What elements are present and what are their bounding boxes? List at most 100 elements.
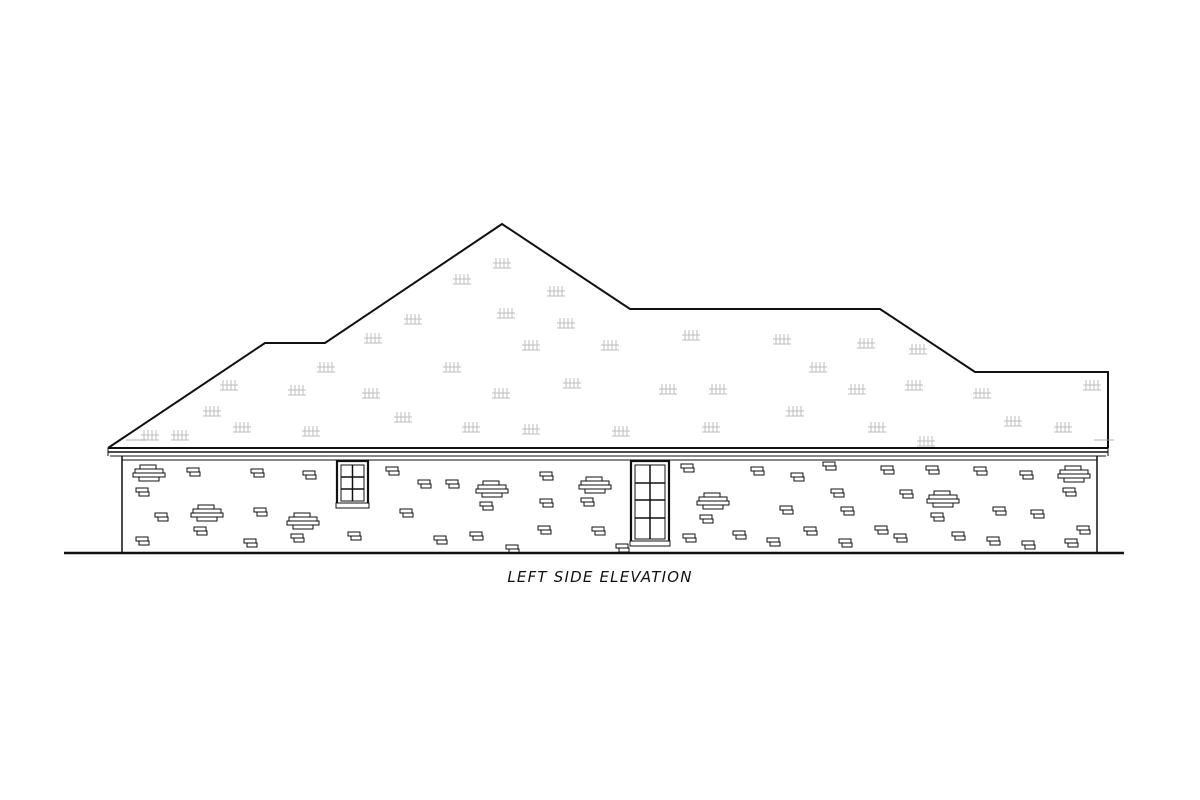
shingle-mark: [288, 385, 306, 396]
brick-cluster: [417, 479, 432, 489]
window-left: [335, 459, 370, 509]
shingle-mark: [1083, 380, 1101, 391]
brick-accent-marks: [132, 461, 1091, 554]
shingle-mark: [404, 314, 422, 325]
brick-cluster: [951, 531, 966, 541]
window-sill: [335, 502, 370, 509]
brick-cluster: [186, 467, 201, 477]
shingle-mark: [171, 430, 189, 441]
shingle-mark: [443, 362, 461, 373]
brick-cluster: [250, 468, 265, 478]
brick-cluster: [578, 476, 612, 494]
brick-cluster: [992, 506, 1007, 516]
brick-cluster: [190, 504, 224, 522]
shingle-mark: [453, 274, 471, 285]
brick-cluster: [1019, 470, 1034, 480]
shingle-mark: [857, 338, 875, 349]
brick-cluster: [750, 466, 765, 476]
brick-cluster: [433, 535, 448, 545]
brick-cluster: [803, 526, 818, 536]
brick-cluster: [830, 488, 845, 498]
brick-cluster: [899, 489, 914, 499]
brick-cluster: [925, 465, 940, 475]
shingle-mark: [462, 422, 480, 433]
brick-cluster: [682, 533, 697, 543]
roof-shingle-marks: [141, 258, 1101, 447]
shingle-mark: [364, 333, 382, 344]
brick-cluster: [973, 466, 988, 476]
brick-cluster: [926, 490, 960, 508]
brick-cluster: [790, 472, 805, 482]
shingle-mark: [786, 406, 804, 417]
brick-cluster: [154, 512, 169, 522]
brick-cluster: [591, 526, 606, 536]
shingle-mark: [394, 412, 412, 423]
brick-cluster: [135, 487, 150, 497]
brick-cluster: [580, 497, 595, 507]
brick-cluster: [135, 536, 150, 546]
drawing-caption: LEFT SIDE ELEVATION: [507, 568, 693, 586]
brick-cluster: [399, 508, 414, 518]
shingle-mark: [317, 362, 335, 373]
shingle-mark: [141, 430, 159, 441]
brick-cluster: [1064, 538, 1079, 548]
shingle-mark: [220, 380, 238, 391]
shingle-mark: [522, 424, 540, 435]
shingle-mark: [1054, 422, 1072, 433]
shingle-mark: [917, 436, 935, 447]
brick-cluster: [475, 480, 509, 498]
brick-cluster: [732, 530, 747, 540]
brick-cluster: [838, 538, 853, 548]
roof-outline: [107, 222, 1109, 449]
brick-cluster: [840, 506, 855, 516]
eave-trim: [107, 439, 1114, 457]
brick-cluster: [893, 533, 908, 543]
shingle-mark: [848, 384, 866, 395]
window-sill: [629, 540, 671, 547]
shingle-mark: [497, 308, 515, 319]
shingle-mark: [773, 334, 791, 345]
brick-cluster: [680, 463, 695, 473]
brick-cluster: [1062, 487, 1077, 497]
shingle-mark: [362, 388, 380, 399]
brick-wall: [121, 456, 1098, 553]
shingle-mark: [709, 384, 727, 395]
brick-cluster: [479, 501, 494, 511]
brick-cluster: [385, 466, 400, 476]
brick-cluster: [290, 533, 305, 543]
brick-cluster: [1030, 509, 1045, 519]
shingle-mark: [493, 258, 511, 269]
brick-cluster: [880, 465, 895, 475]
shingle-mark: [659, 384, 677, 395]
shingle-mark: [302, 426, 320, 437]
brick-cluster: [445, 479, 460, 489]
brick-cluster: [1076, 525, 1091, 535]
brick-cluster: [253, 507, 268, 517]
brick-cluster: [986, 536, 1001, 546]
brick-cluster: [779, 505, 794, 515]
brick-cluster: [286, 512, 320, 530]
shingle-mark: [809, 362, 827, 373]
brick-cluster: [699, 514, 714, 524]
shingle-mark: [547, 286, 565, 297]
shingle-mark: [1004, 416, 1022, 427]
brick-cluster: [539, 498, 554, 508]
brick-cluster: [615, 543, 630, 553]
brick-cluster: [347, 531, 362, 541]
brick-cluster: [193, 526, 208, 536]
shingle-mark: [682, 330, 700, 341]
shingle-mark: [233, 422, 251, 433]
brick-cluster: [766, 537, 781, 547]
shingle-mark: [702, 422, 720, 433]
brick-cluster: [302, 470, 317, 480]
brick-cluster: [696, 492, 730, 510]
brick-cluster: [1057, 465, 1091, 483]
brick-cluster: [874, 525, 889, 535]
brick-cluster: [539, 471, 554, 481]
brick-cluster: [469, 531, 484, 541]
shingle-mark: [601, 340, 619, 351]
shingle-mark: [905, 380, 923, 391]
shingle-mark: [522, 340, 540, 351]
brick-cluster: [132, 464, 166, 482]
